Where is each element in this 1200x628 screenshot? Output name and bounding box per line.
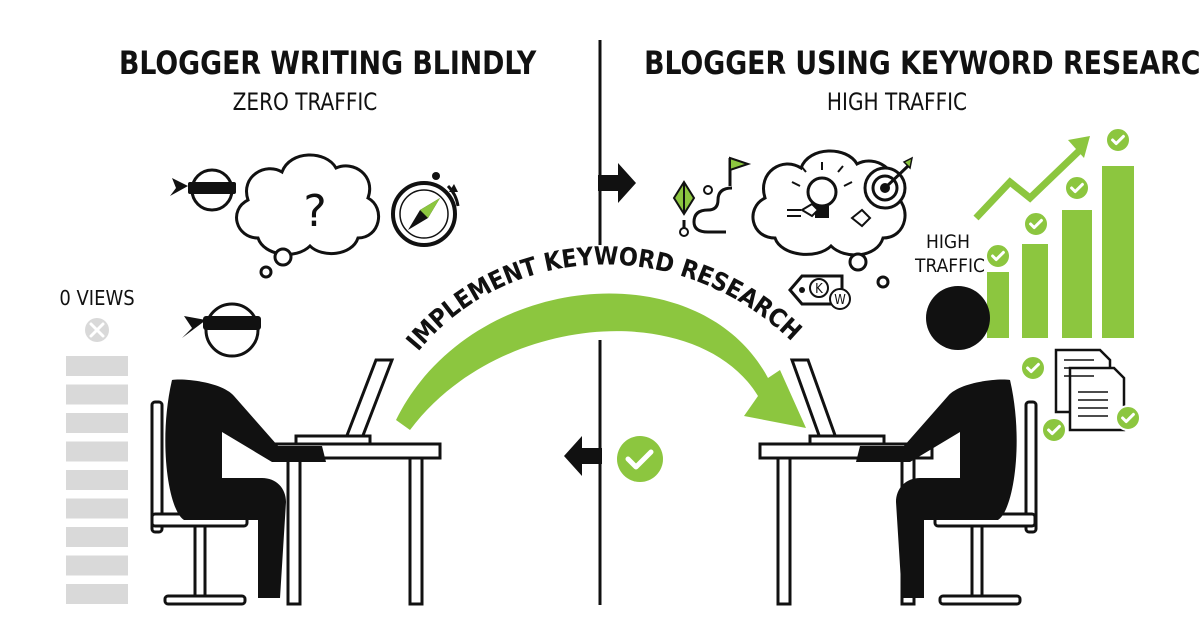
right-title: BLOGGER USING KEYWORD RESEARCH: [644, 44, 1200, 82]
back-arrow-icon: [564, 436, 602, 476]
growth-chart: [973, 136, 1134, 338]
compass-icon: [391, 172, 460, 247]
documents-icon: [1054, 348, 1126, 432]
blogger-blindfolded: [165, 302, 326, 598]
forward-arrow-icon: [598, 163, 636, 203]
check-circle-icon: [1115, 405, 1141, 431]
svg-text:?: ?: [303, 186, 326, 237]
keyword-tag-icon: K W: [788, 274, 851, 310]
target-icon: [863, 156, 914, 210]
trend-line: [973, 147, 1083, 221]
check-circle-icon: [1020, 355, 1046, 381]
blogger-researching: [856, 286, 1017, 598]
growth-bar: [1022, 244, 1048, 338]
implement-arrow: IMPLEMENT KEYWORD RESEARCH: [396, 241, 807, 430]
empty-view-row: [66, 555, 128, 576]
left-desk: [268, 442, 442, 606]
views-label: 0 VIEWS: [59, 286, 134, 310]
keyword-tag-w: W: [834, 293, 846, 308]
right-laptop: [789, 358, 886, 446]
empty-view-row: [66, 527, 128, 547]
empty-views-list: [66, 356, 128, 604]
x-circle-icon: [85, 318, 109, 342]
check-badge-icon: [617, 436, 663, 482]
document-checkmarks: [1020, 355, 1141, 443]
growth-bar: [1102, 166, 1134, 338]
empty-view-row: [66, 356, 128, 376]
blindfold-icon: [170, 168, 236, 212]
empty-view-row: [66, 470, 128, 490]
check-circle-icon: [1105, 127, 1131, 153]
traffic-label-line1: HIGH: [926, 231, 970, 253]
left-title: BLOGGER WRITING BLINDLY: [119, 44, 537, 82]
check-circle-icon: [985, 243, 1011, 269]
empty-view-row: [66, 384, 128, 405]
keyword-tag-k: K: [815, 282, 823, 297]
growth-bar: [1062, 210, 1092, 338]
check-circle-icon: [1041, 417, 1067, 443]
empty-view-row: [66, 413, 128, 433]
left-chair: [150, 400, 249, 606]
path-flag-icon: [672, 156, 752, 237]
right-subtitle: HIGH TRAFFIC: [826, 88, 968, 116]
trend-arrowhead: [1068, 136, 1090, 158]
check-circle-icon: [1064, 175, 1090, 201]
empty-view-row: [66, 498, 128, 519]
empty-view-row: [66, 441, 128, 462]
growth-bar: [987, 272, 1009, 338]
left-subtitle: ZERO TRAFFIC: [232, 88, 378, 116]
check-circle-icon: [1023, 211, 1049, 237]
empty-view-row: [66, 584, 128, 604]
chart-checkmarks: [985, 127, 1131, 269]
traffic-label-line2: TRAFFIC: [914, 255, 985, 277]
left-laptop: [294, 358, 395, 446]
thought-bubble-question: ?: [235, 153, 380, 279]
